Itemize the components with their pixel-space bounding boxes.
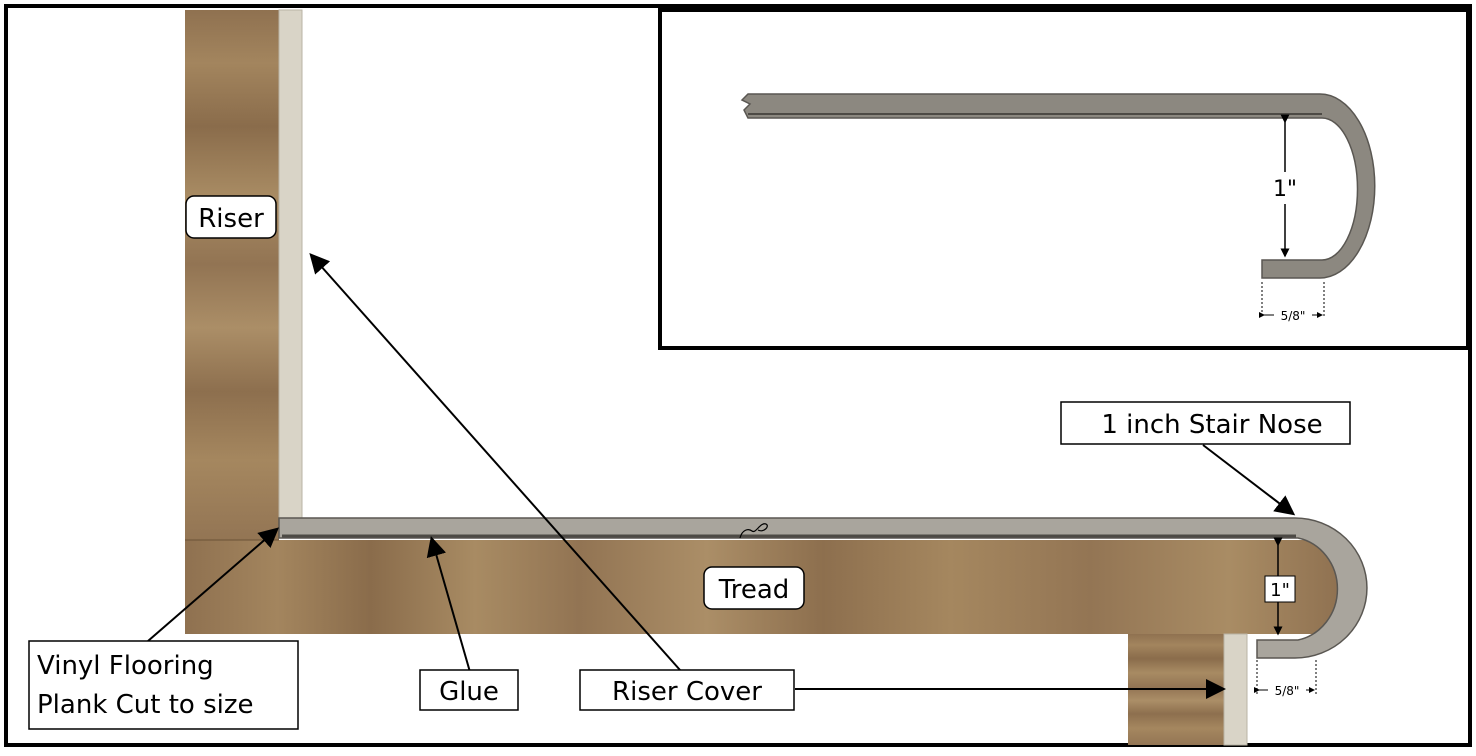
- riser-cover-lower: [1223, 633, 1248, 746]
- vinyl-arrow: [147, 527, 280, 642]
- riser-label-box: [185, 195, 277, 239]
- riser-cover-arrow-upper: [309, 253, 681, 671]
- riser-board: [185, 10, 279, 540]
- stair-nose-profile: [278, 517, 1368, 659]
- tread-label-box: [703, 566, 805, 610]
- riser-cover-label: Riser Cover: [612, 677, 762, 707]
- nose-width-label-bg: [1268, 682, 1306, 696]
- joint-mark: [739, 523, 768, 539]
- vinyl-label-line1: Vinyl Flooring: [37, 651, 214, 681]
- nose-height-main-label: 1": [1270, 580, 1290, 601]
- inset-stair-nose-profile: [740, 93, 1376, 279]
- riser-cover-upper: [278, 9, 303, 519]
- riser-label: Riser: [198, 204, 264, 234]
- glue-arrow: [426, 536, 471, 673]
- inset-height-label: 1": [1273, 177, 1297, 202]
- inset-width-label: 5/8": [1281, 309, 1306, 323]
- stair-nose-label-box: [1060, 401, 1351, 445]
- stair-nose-arrow: [1202, 444, 1296, 516]
- nose-width-main-label: 5/8": [1275, 684, 1300, 698]
- riser-cover-label-box: [579, 669, 795, 711]
- inset-panel: [658, 8, 1470, 350]
- tread-label: Tread: [718, 575, 790, 605]
- glue-label-box: [419, 669, 519, 711]
- vinyl-label-line2: Plank Cut to size: [37, 690, 254, 720]
- nose-height-label-box: [1264, 575, 1296, 603]
- inset-width-label-bg: [1274, 307, 1312, 321]
- glue-label: Glue: [439, 677, 499, 707]
- vinyl-label-box: [28, 640, 299, 730]
- inset-height-label-bg: [1266, 172, 1304, 204]
- stair-nose-label: 1 inch Stair Nose: [1101, 410, 1322, 440]
